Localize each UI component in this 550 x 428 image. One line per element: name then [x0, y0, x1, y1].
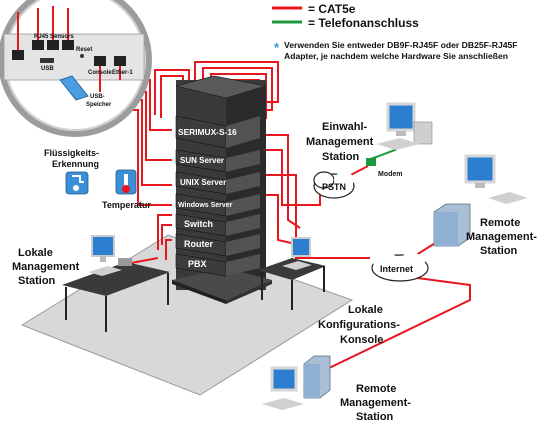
rack-label-switch: Switch — [184, 219, 213, 229]
fluid-sensor: Flüssigkeits- Erkennung — [44, 148, 99, 195]
legend-cat5e-label: = CAT5e — [308, 2, 356, 16]
dialin-label-2: Management — [306, 136, 374, 148]
internet-label: Internet — [380, 264, 413, 274]
local-config-label-1: Lokale — [348, 304, 383, 316]
server-rack: SERIMUX-S-16 SUN Server UNIX Server Wind… — [172, 75, 272, 304]
local-config-label-2: Konfigurations- — [318, 319, 400, 331]
dialin-management-station — [376, 102, 433, 150]
local-config-label-3: Konsole — [340, 334, 383, 346]
rj45-port-4 — [62, 40, 74, 50]
rack-unit-windows-server: Windows Server — [175, 193, 260, 217]
rack-label-windows-server: Windows Server — [178, 202, 233, 209]
rack-unit-router: Router — [175, 233, 260, 257]
remote-bottom-label-1: Remote — [356, 383, 396, 395]
remote-bottom-label-3: Station — [356, 411, 394, 423]
modem-label: Modem — [378, 171, 403, 178]
local-config-console — [258, 237, 326, 310]
remote-top-label-1: Remote — [480, 217, 520, 229]
fluid-sensor-label-1: Flüssigkeits- — [44, 148, 99, 158]
local-mgmt-label-2: Management — [12, 261, 80, 273]
remote-top-label-3: Station — [480, 245, 518, 257]
rj45-port-2 — [32, 40, 44, 50]
temperature-sensor: Temperatur — [102, 169, 151, 210]
legend: = CAT5e = Telefonanschluss * Verwenden S… — [272, 2, 518, 61]
legend-telefon-label: = Telefonanschluss — [308, 16, 419, 30]
rack-label-sun-server: SUN Server — [180, 156, 224, 165]
remote-station-bottom — [262, 355, 331, 410]
inset-usb-storage-2: Speicher — [86, 102, 112, 108]
rack-unit-pbx: PBX — [175, 253, 260, 277]
legend-note-line2: Adapter, je nachdem welche Hardware Sie … — [284, 51, 508, 61]
rack-label-pbx: PBX — [188, 259, 207, 269]
legend-note-line1: Verwenden Sie entweder DB9F-RJ45F oder D… — [284, 40, 518, 50]
modem-icon — [366, 158, 376, 166]
usb-port — [40, 58, 54, 63]
usb-stick — [59, 75, 89, 101]
rack-unit-serimux: SERIMUX-S-16 — [175, 115, 260, 149]
fluid-sensor-label-2: Erkennung — [52, 159, 99, 169]
console-port — [94, 56, 106, 66]
local-management-station — [62, 235, 170, 332]
internet-cloud: Internet — [371, 253, 429, 282]
dialin-label-1: Einwahl- — [322, 121, 368, 133]
rack-label-serimux: SERIMUX-S-16 — [178, 127, 237, 137]
ether-port — [114, 56, 126, 66]
rack-unit-unix-server: UNIX Server — [175, 171, 260, 195]
reset-button — [80, 54, 84, 58]
remote-bottom-label-2: Management- — [340, 397, 411, 409]
device-inset: RJ45 Sensors Reset USB Console Ether-1 U… — [0, 0, 152, 137]
inset-reset: Reset — [76, 47, 92, 53]
rack-label-unix-server: UNIX Server — [180, 178, 226, 187]
note-asterisk: * — [274, 40, 280, 55]
local-mgmt-label-3: Station — [18, 275, 56, 287]
rj45-port-3 — [47, 40, 59, 50]
inset-usb: USB — [41, 66, 54, 72]
inset-console: Console — [88, 70, 112, 76]
rack-label-router: Router — [184, 239, 213, 249]
remote-station-top — [433, 154, 528, 247]
pstn-cloud: PSTN — [313, 171, 355, 199]
rj45-port-1 — [12, 50, 24, 60]
pstn-label: PSTN — [322, 182, 346, 192]
inset-ether: Ether-1 — [112, 70, 133, 76]
rack-unit-sun-server: SUN Server — [175, 149, 260, 173]
inset-usb-storage-1: USB- — [90, 94, 105, 100]
dialin-label-3: Station — [322, 151, 360, 163]
local-mgmt-label-1: Lokale — [18, 247, 53, 259]
rack-unit-switch: Switch — [175, 213, 260, 237]
temperature-label: Temperatur — [102, 200, 151, 210]
remote-top-label-2: Management- — [466, 231, 537, 243]
inset-rj45-sensors: RJ45 Sensors — [34, 34, 74, 40]
